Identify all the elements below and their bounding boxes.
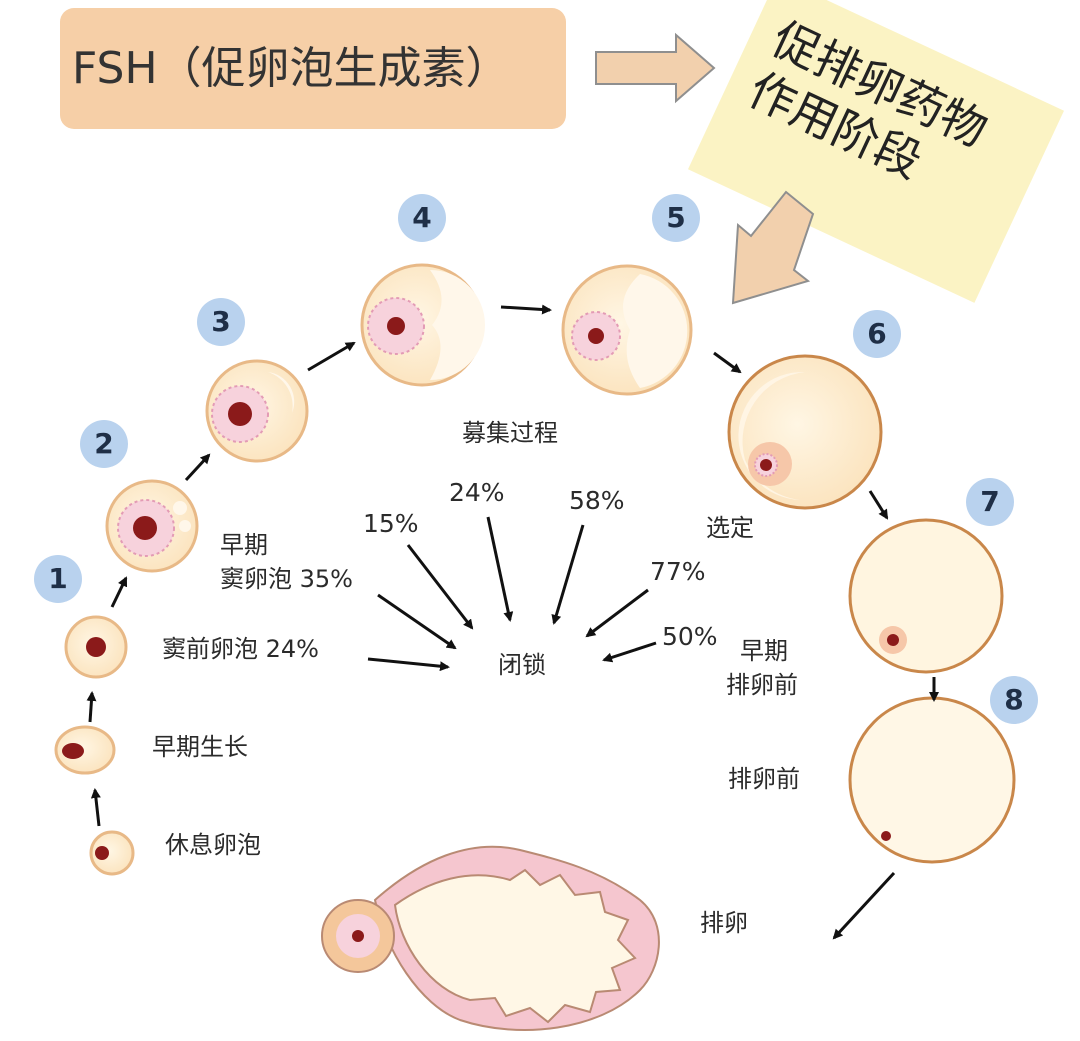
label-resting-follicle: 休息卵泡 bbox=[165, 831, 261, 859]
atresia-arrow-58 bbox=[551, 524, 585, 625]
atresia-percent-24: 24% bbox=[449, 478, 505, 507]
block-arrow-right bbox=[595, 32, 716, 104]
stage-number-1: 1 bbox=[34, 555, 82, 603]
stage-number-2: 2 bbox=[80, 420, 128, 468]
atresia-arrow-preantral bbox=[367, 657, 450, 672]
arrow-2-3 bbox=[86, 691, 97, 723]
follicle-early-antral bbox=[105, 479, 199, 573]
stage-number-6: 6 bbox=[853, 310, 901, 358]
arrow-4-5 bbox=[184, 453, 211, 482]
arrow-7-8 bbox=[713, 351, 742, 374]
stage-number-4: 4 bbox=[398, 194, 446, 242]
atresia-arrow-early-antral bbox=[377, 593, 457, 650]
atresia-percent-15: 15% bbox=[363, 509, 419, 538]
label-ovulation: 排卵 bbox=[700, 909, 748, 937]
label-early-preovulatory-line2: 排卵前 bbox=[726, 671, 798, 699]
follicle-stage4 bbox=[360, 263, 485, 387]
stage-number-5: 5 bbox=[652, 194, 700, 242]
atresia-arrow-77 bbox=[585, 588, 649, 638]
arrow-1-2 bbox=[90, 788, 101, 827]
follicle-early-growth bbox=[54, 725, 116, 775]
ovulation-illustration bbox=[321, 845, 660, 1031]
arrow-6-7 bbox=[500, 304, 552, 315]
atresia-arrow-50 bbox=[602, 641, 657, 663]
atresia-percent-58: 58% bbox=[569, 486, 625, 515]
arrow-5-6 bbox=[307, 341, 356, 372]
follicle-preantral bbox=[64, 615, 128, 679]
atresia-arrow-24 bbox=[486, 516, 514, 622]
label-preovulatory: 排卵前 bbox=[728, 765, 800, 793]
follicle-stage5 bbox=[561, 264, 693, 396]
block-arrow-down bbox=[731, 190, 815, 305]
stage-number-7: 7 bbox=[966, 478, 1014, 526]
label-early-preovulatory-line1: 早期 bbox=[740, 637, 788, 665]
follicle-early-preovulatory bbox=[848, 518, 1004, 674]
fsh-box bbox=[60, 8, 566, 129]
label-selection: 选定 bbox=[706, 514, 754, 542]
label-recruitment: 募集过程 bbox=[462, 419, 558, 447]
atresia-percent-50: 50% bbox=[662, 622, 718, 651]
follicle-preovulatory bbox=[848, 696, 1016, 864]
arrow-8-9 bbox=[868, 490, 889, 520]
fsh-label: FSH（促卵泡生成素） bbox=[72, 43, 510, 94]
stage-number-3: 3 bbox=[197, 298, 245, 346]
follicle-resting bbox=[89, 830, 135, 876]
label-early-growth: 早期生长 bbox=[152, 733, 248, 761]
arrow-10-ovulation bbox=[832, 871, 896, 940]
atresia-percent-77: 77% bbox=[650, 557, 706, 586]
stage-number-8: 8 bbox=[990, 676, 1038, 724]
follicle-selected bbox=[727, 354, 883, 510]
label-preantral: 窦前卵泡 24% bbox=[162, 635, 319, 663]
label-atresia: 闭锁 bbox=[498, 651, 546, 679]
arrow-3-4 bbox=[110, 576, 128, 608]
follicle-stage3 bbox=[205, 359, 309, 463]
atresia-arrow-15 bbox=[406, 544, 474, 630]
label-early-antral-line1: 早期 bbox=[220, 531, 268, 559]
label-early-antral-line2: 窦卵泡 35% bbox=[220, 565, 353, 593]
